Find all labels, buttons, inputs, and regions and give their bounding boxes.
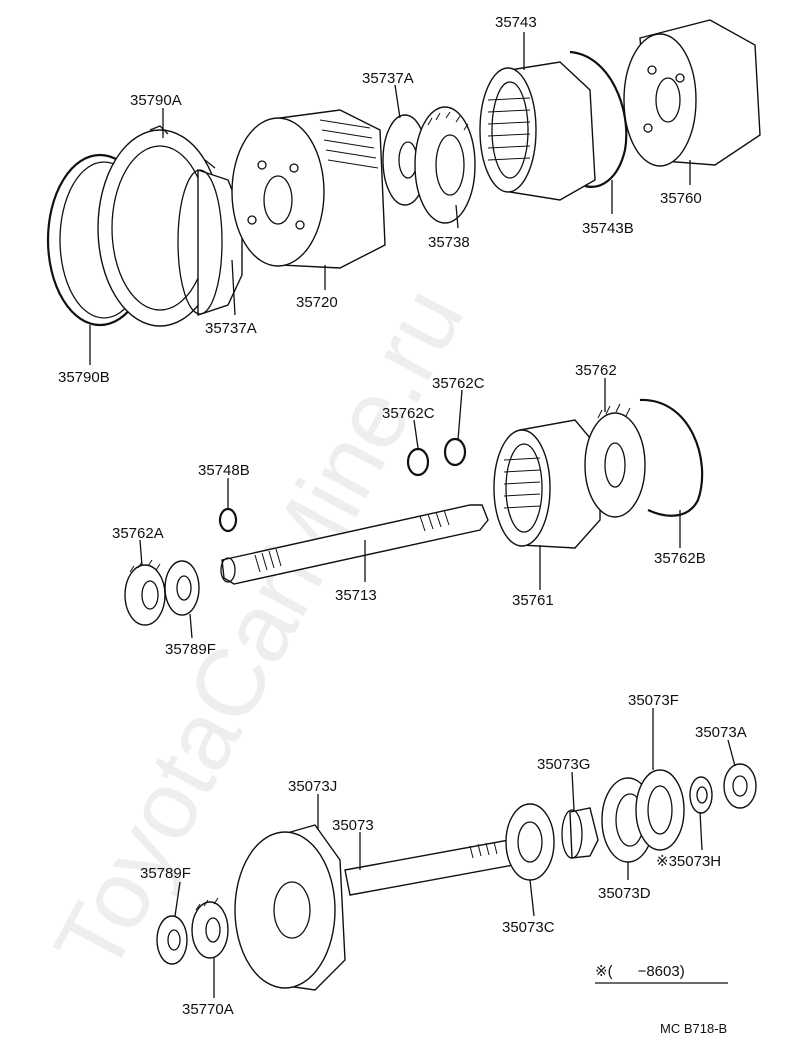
diagram-code: MC B718-B bbox=[660, 1021, 727, 1036]
label-35073H: ※35073H bbox=[656, 853, 721, 870]
label-35073C: 35073C bbox=[502, 919, 555, 936]
label-35762C-b: 35762C bbox=[382, 405, 435, 422]
part-35748B-snap-ring bbox=[218, 507, 238, 533]
part-35762B-snap-ring bbox=[639, 398, 704, 517]
part-35770A-thrust-bearing bbox=[191, 897, 229, 959]
label-35713: 35713 bbox=[335, 587, 377, 604]
label-35790B: 35790B bbox=[58, 369, 110, 386]
label-35790A: 35790A bbox=[130, 92, 182, 109]
footnote-serial-range: ※( −8603) bbox=[595, 963, 685, 980]
leader-lines bbox=[89, 32, 736, 998]
label-35743B: 35743B bbox=[582, 220, 634, 237]
label-35073: 35073 bbox=[332, 817, 374, 834]
part-35762C-snap-ring-b bbox=[443, 437, 467, 467]
part-35738-thrust-bearing bbox=[414, 106, 476, 224]
label-35737A-top: 35737A bbox=[362, 70, 414, 87]
part-35762A-thrust-bearing bbox=[124, 559, 166, 626]
part-35737A-hub bbox=[177, 169, 243, 316]
part-35073A-nut bbox=[723, 763, 757, 809]
label-35748B: 35748B bbox=[198, 462, 250, 479]
part-35073G-spacer bbox=[561, 807, 599, 859]
label-35737A-bottom: 35737A bbox=[205, 320, 257, 337]
part-35073J-sun-gear-drum bbox=[234, 824, 346, 991]
label-35073A: 35073A bbox=[695, 724, 747, 741]
part-35720-planetary-carrier bbox=[231, 109, 386, 269]
label-35738: 35738 bbox=[428, 234, 470, 251]
part-35789F-washer-lower bbox=[156, 915, 188, 965]
label-35720: 35720 bbox=[296, 294, 338, 311]
label-35770A: 35770A bbox=[182, 1001, 234, 1018]
label-35073G: 35073G bbox=[537, 756, 590, 773]
label-35073F: 35073F bbox=[628, 692, 679, 709]
part-35762C-snap-ring-a bbox=[406, 447, 430, 477]
part-35073H-washer bbox=[689, 776, 713, 814]
part-35743B-snap-ring bbox=[569, 50, 628, 188]
label-35762A: 35762A bbox=[112, 525, 164, 542]
part-35073-output-shaft bbox=[344, 837, 531, 896]
part-35762-flange bbox=[584, 403, 646, 518]
part-35073F-bearing-race bbox=[635, 769, 685, 851]
part-35743-ring-gear bbox=[479, 61, 596, 201]
label-35073D: 35073D bbox=[598, 885, 651, 902]
part-35761-ring-gear bbox=[493, 419, 601, 549]
label-35762C-a: 35762C bbox=[432, 375, 485, 392]
label-35743: 35743 bbox=[495, 14, 537, 31]
label-35789F-upper: 35789F bbox=[165, 641, 216, 658]
label-35073J: 35073J bbox=[288, 778, 337, 795]
label-35762: 35762 bbox=[575, 362, 617, 379]
part-35760-clutch-drum bbox=[623, 19, 761, 167]
label-35761: 35761 bbox=[512, 592, 554, 609]
part-35713-shaft bbox=[220, 504, 489, 585]
label-35789F-lower: 35789F bbox=[140, 865, 191, 882]
part-35789F-washer-upper bbox=[164, 560, 200, 616]
part-35073C-bearing bbox=[505, 803, 555, 881]
label-35760: 35760 bbox=[660, 190, 702, 207]
label-35762B: 35762B bbox=[654, 550, 706, 567]
